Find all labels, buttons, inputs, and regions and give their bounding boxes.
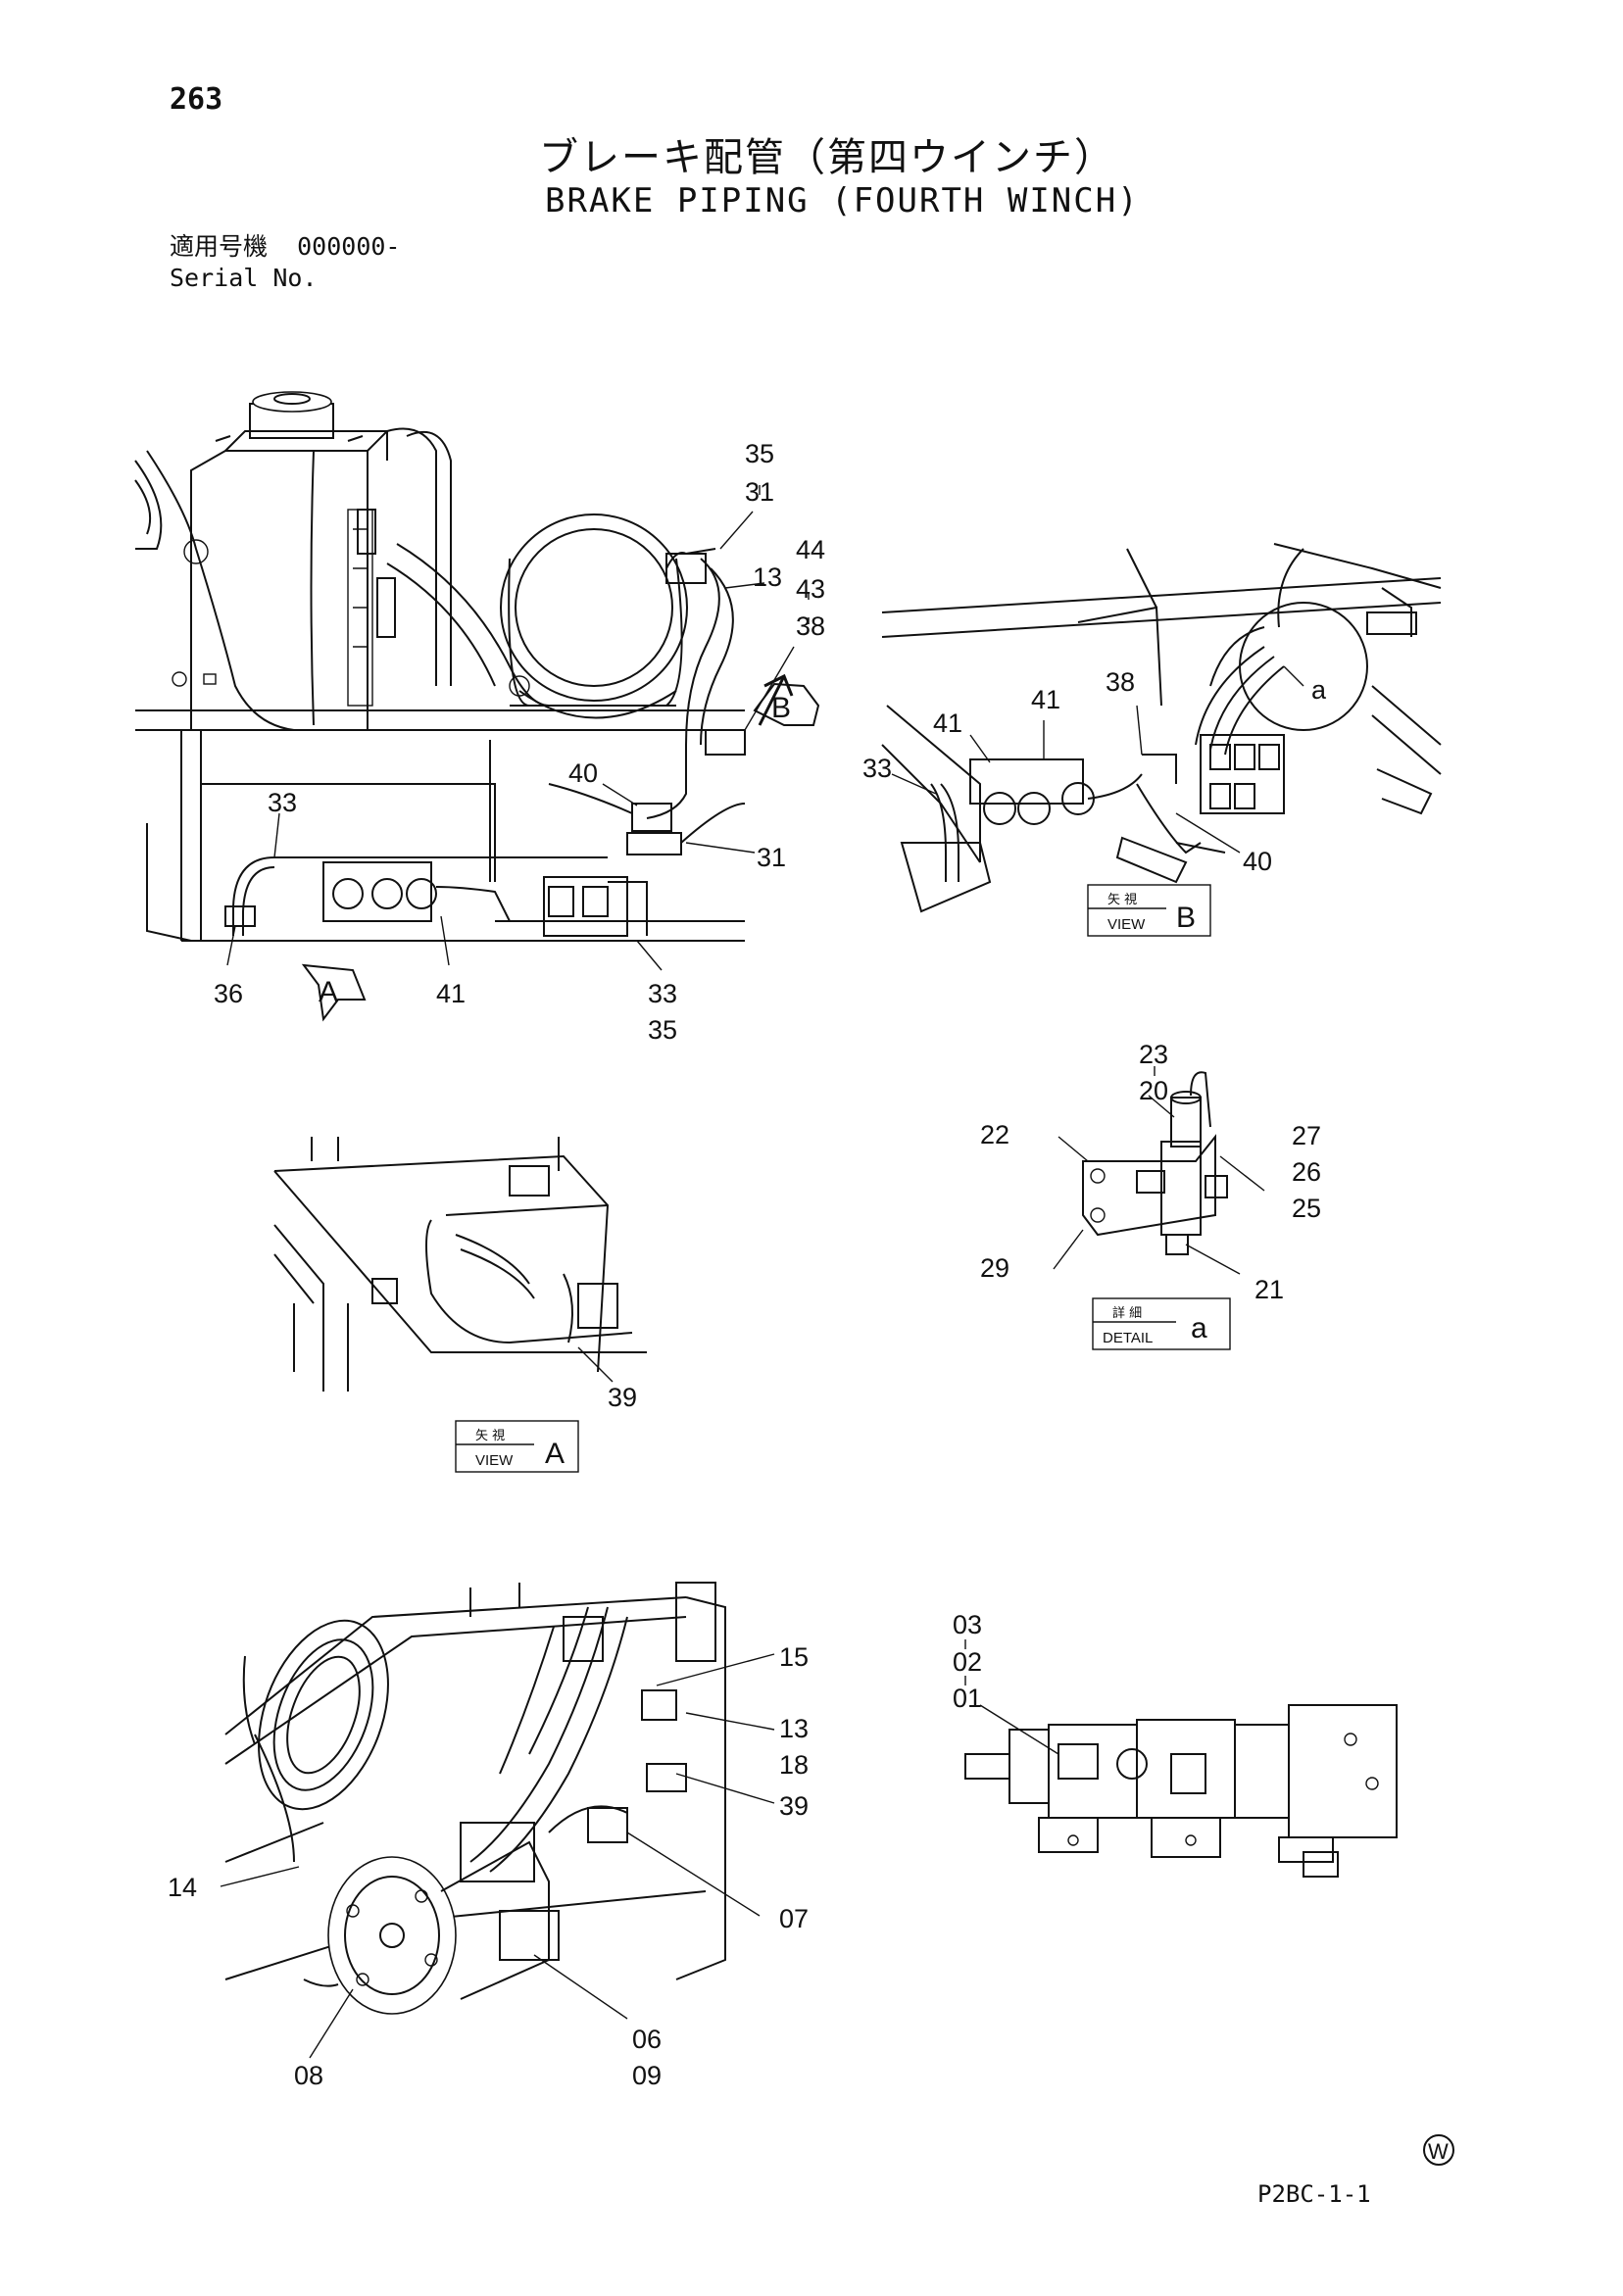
callout: 27 bbox=[1292, 1121, 1321, 1150]
callout: 29 bbox=[980, 1253, 1009, 1283]
bottom-left-view: 15 13 18 39 14 07 06 09 08 bbox=[168, 1582, 809, 2090]
detail-a: 23 20 22 27 26 25 29 21 詳 細 DETAIL a bbox=[980, 1040, 1321, 1350]
callout: 38 bbox=[796, 611, 825, 641]
callout: 03 bbox=[953, 1610, 982, 1639]
view-b-callouts: 38 41 41 33 40 a bbox=[862, 667, 1327, 876]
view-a: 39 矢 視 VIEW A bbox=[273, 1137, 647, 1473]
serial-block: 適用号機 000000- Serial No. bbox=[170, 231, 400, 294]
footer-mark: W bbox=[1423, 2134, 1454, 2166]
view-a-tag-letter: A bbox=[545, 1438, 565, 1470]
callout: 21 bbox=[1254, 1275, 1284, 1304]
callout: 35 bbox=[648, 1015, 677, 1045]
callout: 25 bbox=[1292, 1194, 1321, 1223]
callout: 26 bbox=[1292, 1157, 1321, 1187]
callout: 01 bbox=[953, 1684, 982, 1713]
callout: 09 bbox=[632, 2061, 662, 2090]
view-b-tag-en: VIEW bbox=[1107, 916, 1146, 933]
main-callouts: 35 31 13 44 43 38 40 33 31 36 41 33 35 bbox=[214, 439, 825, 1045]
detail-a-callouts: 23 20 22 27 26 25 29 21 bbox=[980, 1040, 1321, 1304]
view-b-tag: 矢 視 VIEW B bbox=[1087, 884, 1211, 937]
callout: 41 bbox=[933, 708, 962, 738]
callout: 39 bbox=[779, 1791, 809, 1821]
callout: 40 bbox=[568, 758, 598, 788]
callout: 33 bbox=[268, 788, 297, 817]
page-number: 263 bbox=[170, 82, 223, 117]
serial-value: 000000- bbox=[297, 232, 401, 261]
view-arrow-b-letter: B bbox=[771, 692, 791, 724]
title-english: BRAKE PIPING (FOURTH WINCH) bbox=[545, 181, 1140, 220]
callout: 18 bbox=[779, 1750, 809, 1780]
pump-view: 03 02 01 bbox=[953, 1610, 1398, 1878]
callout: 31 bbox=[757, 843, 786, 872]
view-arrow-a-letter: A bbox=[319, 976, 338, 1008]
callout: 13 bbox=[779, 1714, 809, 1743]
view-a-tag: 矢 視 VIEW A bbox=[455, 1420, 579, 1473]
callout: 41 bbox=[1031, 685, 1060, 714]
detail-a-tag: 詳 細 DETAIL a bbox=[1092, 1297, 1231, 1350]
main-assembly-view: B A 35 31 13 44 43 38 40 33 31 36 41 33 … bbox=[134, 391, 825, 1045]
view-b-tag-letter: B bbox=[1176, 902, 1196, 934]
view-a-tag-en: VIEW bbox=[475, 1452, 514, 1469]
pump-callouts: 03 02 01 bbox=[953, 1610, 982, 1713]
detail-a-tag-letter: a bbox=[1191, 1312, 1207, 1344]
callout: 40 bbox=[1243, 847, 1272, 876]
callout: 07 bbox=[779, 1904, 809, 1933]
callout: 33 bbox=[648, 979, 677, 1008]
view-b-tag-jp: 矢 視 bbox=[1107, 893, 1137, 907]
title-japanese: ブレーキ配管（第四ウインチ） bbox=[539, 135, 1115, 180]
detail-a-tag-jp: 詳 細 bbox=[1112, 1305, 1142, 1321]
footer-code: P2BC-1-1 bbox=[1257, 2180, 1371, 2208]
footer-mark-letter: W bbox=[1428, 2139, 1449, 2164]
callout: 15 bbox=[779, 1642, 809, 1672]
view-a-tag-jp: 矢 視 bbox=[475, 1429, 505, 1443]
callout: 08 bbox=[294, 2061, 323, 2090]
callout: 31 bbox=[745, 477, 774, 507]
callout: 39 bbox=[608, 1383, 637, 1412]
callout: 14 bbox=[168, 1873, 197, 1902]
callout: 36 bbox=[214, 979, 243, 1008]
view-b: 38 41 41 33 40 a 矢 視 VIEW B bbox=[862, 543, 1442, 937]
callout: 35 bbox=[745, 439, 774, 468]
callout: 23 bbox=[1139, 1040, 1168, 1069]
serial-label-en: Serial No. bbox=[170, 264, 318, 292]
callout: 06 bbox=[632, 2025, 662, 2054]
callout: 38 bbox=[1106, 667, 1135, 697]
callout: 02 bbox=[953, 1647, 982, 1677]
callout: 33 bbox=[862, 754, 892, 783]
callout: 22 bbox=[980, 1120, 1009, 1149]
callout: 43 bbox=[796, 574, 825, 604]
serial-label-jp: 適用号機 bbox=[170, 232, 269, 261]
callout: 20 bbox=[1139, 1076, 1168, 1105]
detail-a-tag-en: DETAIL bbox=[1103, 1330, 1153, 1346]
callout: 41 bbox=[436, 979, 466, 1008]
callout: 44 bbox=[796, 535, 825, 564]
callout: a bbox=[1311, 675, 1327, 705]
bottom-left-callouts: 15 13 18 39 14 07 06 09 08 bbox=[168, 1642, 809, 2090]
callout: 13 bbox=[753, 562, 782, 592]
